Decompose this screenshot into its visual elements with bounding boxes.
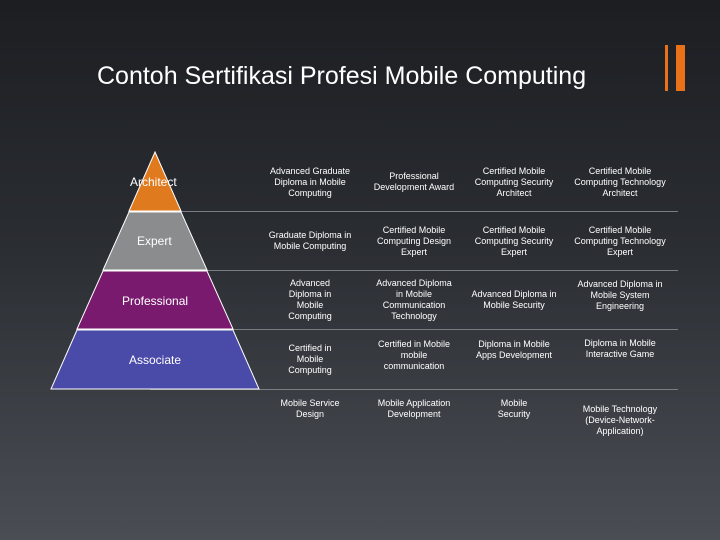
cert-cell: Diploma in Mobile Apps Development	[475, 339, 553, 360]
row-separator	[150, 211, 678, 212]
cert-cell: Certified Mobile Computing Technology Ar…	[574, 165, 666, 198]
cert-cell: Certified Mobile Computing Security Arch…	[474, 165, 554, 198]
cert-cell: Advanced Diploma in Mobile Computing	[288, 278, 332, 321]
cert-cell: Advanced Diploma in Mobile Security	[471, 289, 557, 310]
cert-cell: Mobile Technology (Device-Network-Applic…	[582, 403, 658, 436]
row-separator	[150, 270, 678, 271]
cert-cell: Advanced Graduate Diploma in Mobile Comp…	[269, 165, 351, 198]
cert-cell: Certified Mobile Computing Security Expe…	[474, 224, 554, 257]
cert-cell: Certified in Mobile mobile communication	[377, 338, 451, 371]
cert-cell: Mobile Service Design	[280, 398, 340, 419]
cert-cell: Mobile Application Development	[377, 398, 451, 419]
cert-cell: Certified Mobile Computing Design Expert	[376, 224, 452, 257]
pyramid-tier-professional	[76, 270, 234, 330]
pyramid-tier-associate	[50, 329, 260, 390]
row-separator	[150, 329, 678, 330]
cert-cell: Professional Development Award	[373, 171, 455, 192]
tier-label-architect: Architect	[130, 175, 177, 189]
page-title: Contoh Sertifikasi Profesi Mobile Comput…	[97, 62, 587, 90]
cert-cell: Diploma in Mobile Interactive Game	[584, 338, 656, 359]
cert-cell: Advanced Diploma in Mobile Communication…	[376, 278, 452, 321]
cert-cell: Mobile Security	[497, 398, 531, 419]
cert-cell: Certified in Mobile Computing	[288, 342, 332, 375]
pyramid-tier-architect	[128, 150, 182, 212]
cert-cell: Graduate Diploma in Mobile Computing	[268, 230, 352, 251]
cert-cell: Certified Mobile Computing Technology Ex…	[574, 224, 666, 257]
accent-bar-thin	[665, 45, 668, 91]
row-separator	[150, 389, 678, 390]
tier-label-professional: Professional	[122, 294, 189, 308]
pyramid-tier-expert	[102, 211, 208, 271]
accent-bar-thick	[676, 45, 685, 91]
cert-cell: Advanced Diploma in Mobile System Engine…	[577, 278, 663, 311]
tier-label-associate: Associate	[129, 353, 182, 367]
tier-label-expert: Expert	[137, 234, 172, 248]
